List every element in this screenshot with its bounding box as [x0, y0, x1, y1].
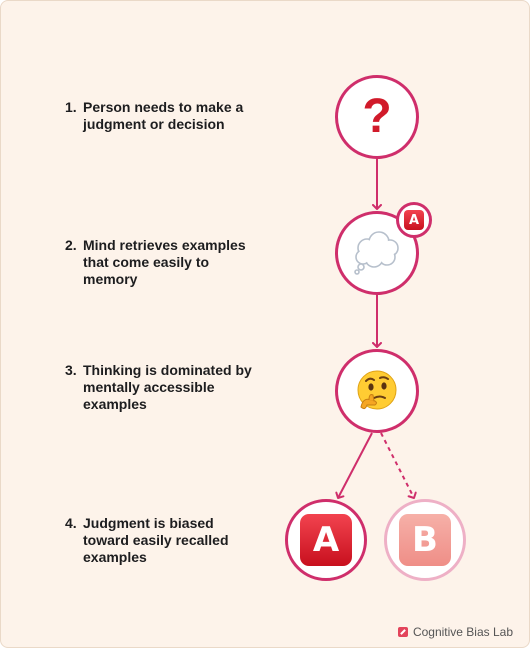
option-b-node: B: [384, 499, 466, 581]
thought-balloon-icon: [354, 231, 399, 275]
step-4: 4. Judgment is biased toward easily reca…: [65, 515, 255, 566]
step-3: 3. Thinking is dominated by mentally acc…: [65, 362, 255, 413]
question-mark-icon: ?: [362, 90, 392, 143]
step-2-number: 2.: [65, 237, 77, 253]
letter-a-badge-icon: A: [404, 210, 424, 230]
option-a-node: A: [285, 499, 367, 581]
brand-name: Cognitive Bias Lab: [412, 625, 513, 639]
memory-badge: A: [396, 202, 432, 238]
footer-brand: Cognitive Bias Lab: [397, 625, 513, 639]
step-2-text: Mind retrieves examples that come easily…: [83, 237, 246, 287]
step-1-number: 1.: [65, 99, 77, 115]
step-2: 2. Mind retrieves examples that come eas…: [65, 237, 255, 288]
arrow-step3-to-option-b-dashed: [380, 432, 417, 499]
step-3-text: Thinking is dominated by mentally access…: [83, 362, 252, 412]
brand-logo-icon: [397, 627, 408, 637]
letter-b-tile-icon: B: [399, 514, 451, 566]
question-node: ?: [335, 75, 419, 159]
step-4-text: Judgment is biased toward easily recalle…: [83, 515, 229, 565]
thinking-face-icon: [357, 370, 397, 410]
letter-a-tile-icon: A: [300, 514, 352, 566]
step-4-number: 4.: [65, 515, 77, 531]
step-1-text: Person needs to make a judgment or decis…: [83, 99, 244, 132]
arrow-step3-to-option-a: [335, 432, 373, 499]
step-3-number: 3.: [65, 362, 77, 378]
step-1: 1. Person needs to make a judgment or de…: [65, 99, 255, 133]
thinking-node: [335, 349, 419, 433]
